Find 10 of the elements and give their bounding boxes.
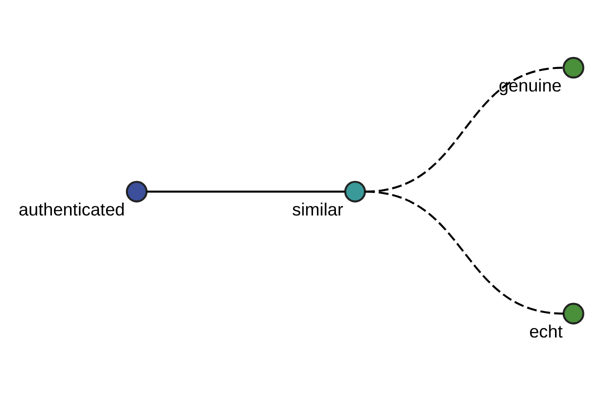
connector <box>146 190 346 192</box>
node-circle <box>126 180 148 202</box>
node-label: genuine <box>498 75 562 96</box>
node-label: similar <box>292 199 344 220</box>
connector <box>364 190 564 314</box>
node-circle <box>562 56 584 78</box>
node-label: authenticated <box>18 199 125 220</box>
node-circle <box>344 180 366 202</box>
node-circle <box>562 302 584 324</box>
node-label: echt <box>529 321 563 342</box>
